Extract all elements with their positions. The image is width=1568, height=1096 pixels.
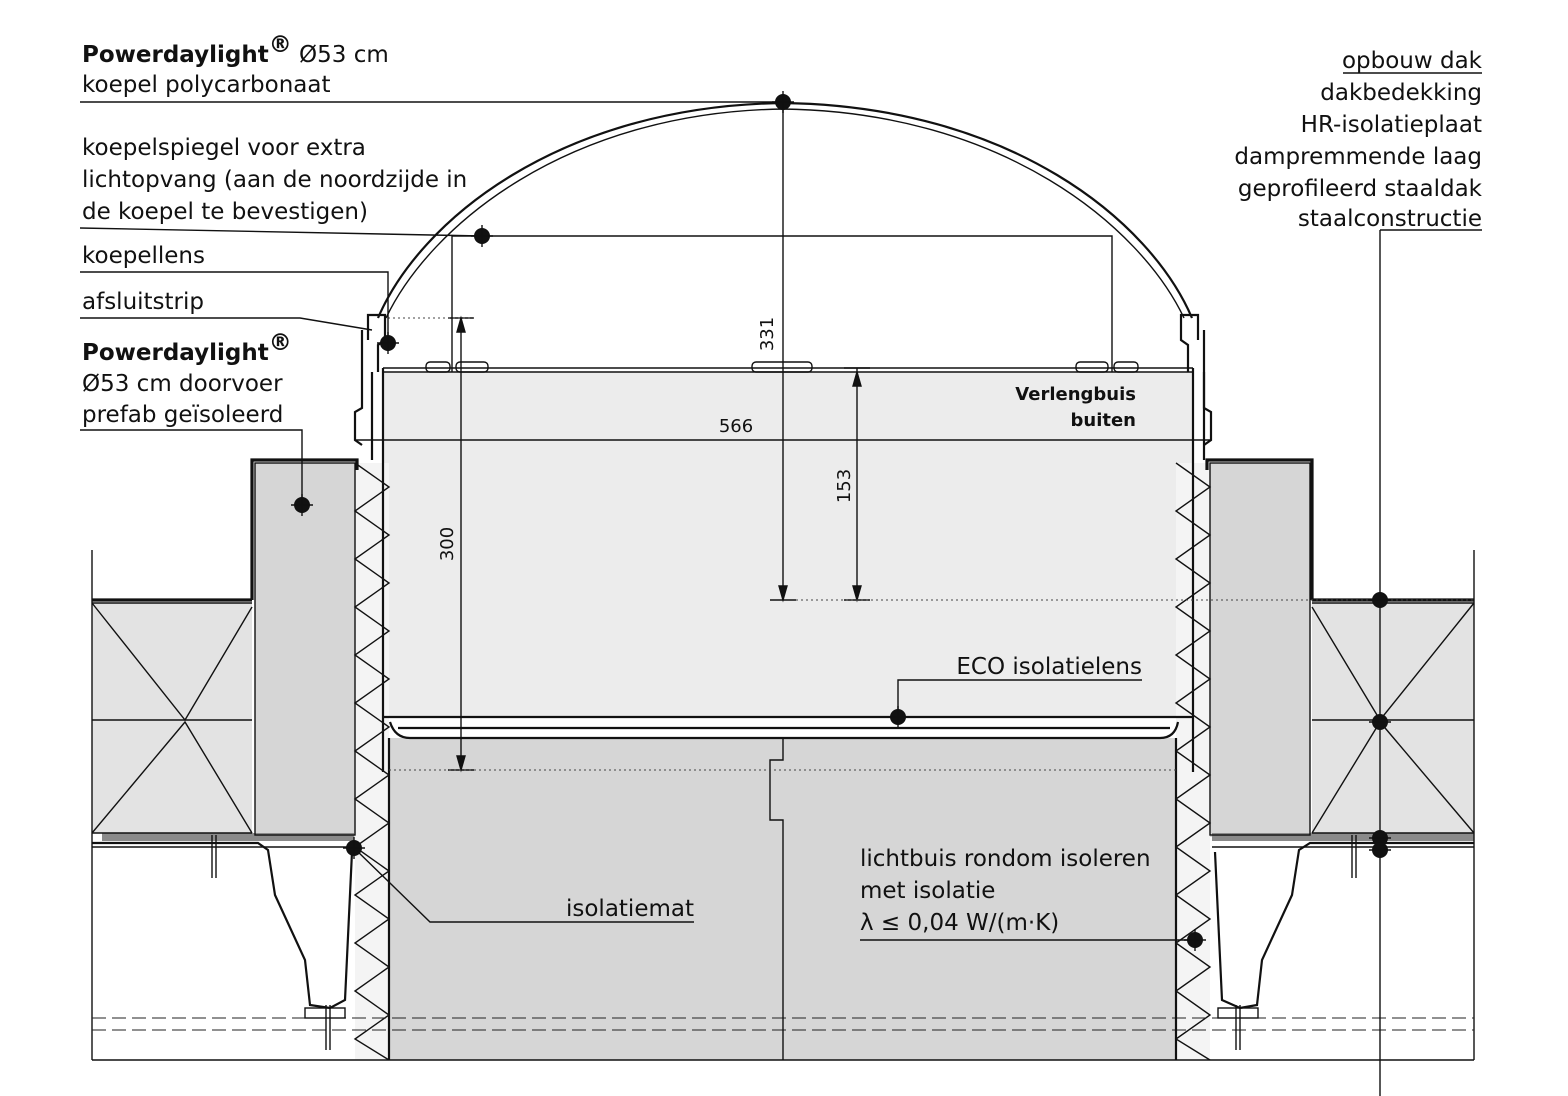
label-roof-covering: dakbedekking — [1320, 80, 1482, 106]
dome-inner-line — [385, 108, 1185, 319]
marker-insulation-mat — [343, 837, 365, 859]
dome-size: Ø53 cm — [292, 42, 389, 68]
label-passthrough: Powerdaylight® — [82, 330, 292, 366]
label-passthrough-3: prefab geïsoleerd — [82, 402, 283, 428]
vapour-barrier-right — [1212, 833, 1474, 841]
dome-polycarbonate — [376, 101, 1194, 319]
marker-mirror — [471, 225, 493, 247]
label-steel-structure: staalconstructie — [1298, 206, 1482, 232]
dimension-dotted-lines — [388, 317, 1474, 771]
label-profiled-steel: geprofileerd staaldak — [1238, 176, 1483, 202]
label-dome: Powerdaylight® Ø53 cm — [82, 32, 389, 68]
label-dome-material: koepel polycarbonaat — [82, 72, 331, 98]
label-mirror-1: koepelspiegel voor extra — [82, 135, 366, 161]
vapour-barrier-left — [102, 833, 354, 841]
label-sealing-strip: afsluitstrip — [82, 289, 204, 315]
section-outline — [91, 550, 1475, 1061]
light-tube-walls — [370, 368, 1206, 1060]
label-vapour-barrier: dampremmende laag — [1234, 144, 1482, 170]
mirror-bracket — [451, 235, 1113, 372]
dim-extension-height: 153 — [834, 469, 855, 503]
label-passthrough-2: Ø53 cm doorvoer — [82, 371, 283, 397]
upstand-left — [255, 463, 355, 837]
eco-lens-shape — [383, 715, 1193, 740]
label-hr-insulation: HR-isolatieplaat — [1301, 112, 1482, 138]
marker-roof-insulation — [1369, 714, 1391, 730]
dim-dome-height: 331 — [757, 317, 778, 351]
label-extension-2: buiten — [1071, 410, 1137, 431]
dome-clips — [425, 361, 1139, 373]
label-mirror-3: de koepel te bevestigen) — [82, 199, 368, 225]
dome-upstand — [353, 313, 1213, 446]
marker-vapour-barrier — [1369, 830, 1391, 846]
label-eco-lens: ECO isolatielens — [956, 654, 1142, 680]
marker-tube-insulation — [1184, 929, 1206, 951]
roof-insulation-right — [1312, 603, 1474, 833]
reference-markers — [291, 91, 1391, 951]
dome-reg: ® — [269, 32, 292, 58]
label-tube-insulate-2: met isolatie — [860, 878, 995, 904]
roof-insulation-left — [92, 603, 252, 833]
upstand-outline — [254, 462, 1311, 836]
dimension-lines — [355, 103, 1211, 770]
marker-roof-covering — [1369, 592, 1391, 608]
marker-passthrough — [291, 494, 313, 516]
fasteners — [211, 835, 1357, 1050]
label-insulation-mat: isolatiemat — [566, 896, 694, 922]
label-tube-insulate-3: λ ≤ 0,04 W/(m·K) — [860, 910, 1059, 936]
pass-brand: Powerdaylight — [82, 340, 269, 366]
label-mirror-2: lichtopvang (aan de noordzijde in — [82, 167, 467, 193]
label-dome-lens: koepellens — [82, 243, 205, 269]
label-roof-build-up: opbouw dak — [1342, 48, 1483, 74]
marker-eco-lens — [887, 706, 909, 728]
marker-dome — [772, 91, 794, 113]
profiled-steel-deck — [92, 841, 1474, 1010]
light-tube-upper — [383, 372, 1193, 717]
label-extension-1: Verlengbuis — [1015, 384, 1136, 405]
dim-lens-depth: 300 — [437, 527, 458, 561]
marker-lens — [377, 332, 399, 354]
upstand-right — [1210, 463, 1310, 837]
label-tube-insulate-1: lichtbuis rondom isoleren — [860, 846, 1151, 872]
pass-reg: ® — [269, 330, 292, 356]
dim-outer-width: 566 — [719, 416, 753, 437]
leader-lines — [79, 101, 1482, 1096]
marker-steel-deck — [1369, 842, 1391, 858]
dome-brand: Powerdaylight — [82, 42, 269, 68]
tube-centre-joint — [769, 738, 784, 1060]
